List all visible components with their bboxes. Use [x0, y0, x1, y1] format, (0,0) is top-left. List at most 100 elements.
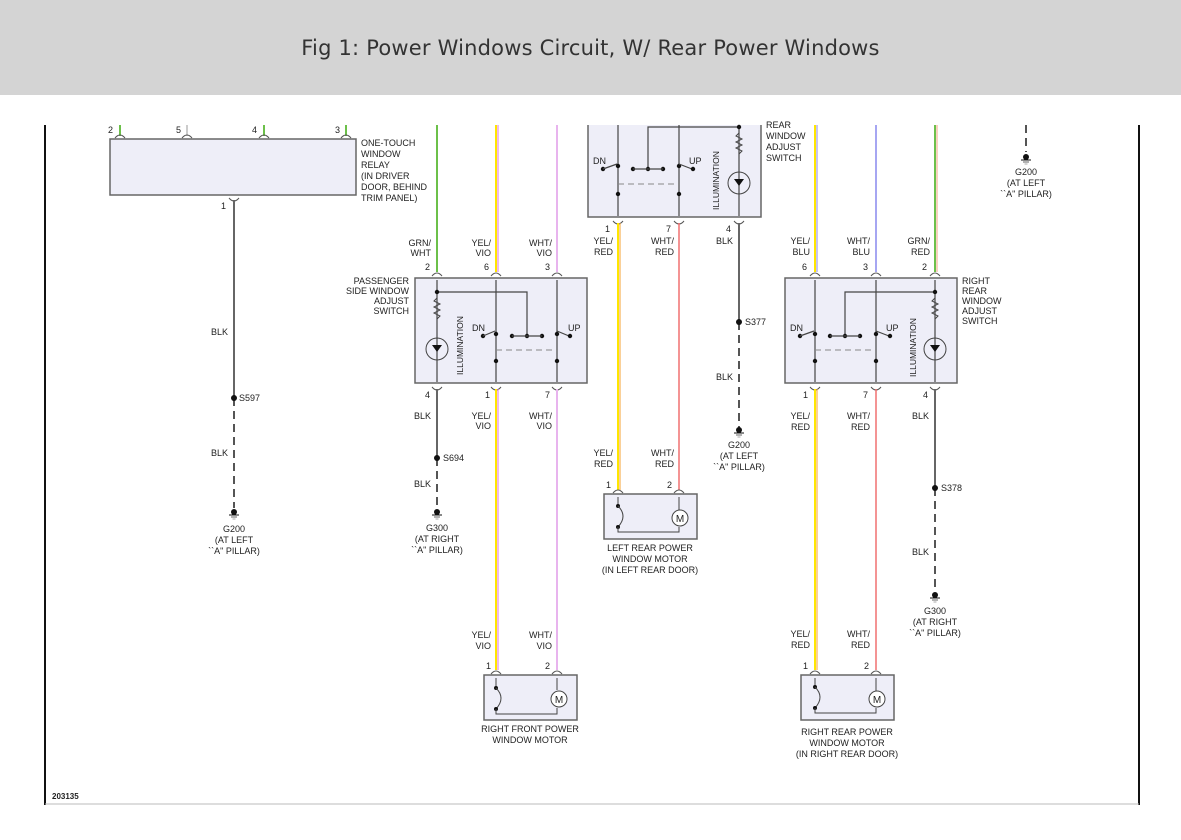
ground-g200: G200	[728, 440, 750, 450]
motor-pin: 1	[803, 661, 808, 671]
motor-label: WINDOW MOTOR	[492, 735, 568, 745]
wire-label-wht-red: RED	[655, 459, 675, 469]
splice-s694: S694	[443, 453, 464, 463]
ground-location: ``A" PILLAR)	[208, 546, 260, 556]
wire-label-yel-red: RED	[594, 459, 614, 469]
wire-label-blk: BLK	[211, 448, 228, 458]
splice-dot	[434, 455, 440, 461]
right-rear-window-switch: 6 3 2 ILLUMINATION DN UP RIGHT REAR WIND…	[784, 262, 1002, 400]
right-rear-window-motor: 1 2 M RIGHT REAR POWER WINDOW MOTOR (IN …	[796, 661, 898, 759]
wire-label-wht-vio: WHT/	[529, 238, 552, 248]
ground-location: ``A" PILLAR)	[1000, 189, 1052, 199]
wire-label-yel-red: YEL/	[593, 236, 613, 246]
wire-label-wht-red: WHT/	[847, 629, 870, 639]
wire-label-yel-blu: BLU	[792, 247, 810, 257]
wire-label-wht-red: WHT/	[651, 236, 674, 246]
up-label: UP	[568, 323, 581, 333]
relay-pin-5: 5	[176, 125, 181, 135]
wire-label-wht-vio: VIO	[536, 641, 552, 651]
relay-label-2: RELAY	[361, 160, 390, 170]
relay-label-4: DOOR, BEHIND	[361, 182, 428, 192]
switch-pin: 6	[802, 262, 807, 272]
motor-label: (IN LEFT REAR DOOR)	[602, 565, 698, 575]
right-front-window-motor: 1 2 M RIGHT FRONT POWER WINDOW MOTOR	[481, 661, 579, 745]
wire-label-blk: BLK	[211, 327, 228, 337]
relay-ground-circuit: BLK S597 BLK G200 (AT LEFT ``A" PILLAR)	[208, 200, 260, 556]
wire-label-wht-red: WHT/	[847, 411, 870, 421]
motor-pin: 1	[486, 661, 491, 671]
wire-label-wht-blu: WHT/	[847, 236, 870, 246]
wire-label-yel-vio: VIO	[475, 248, 491, 258]
wire-label-blk: BLK	[912, 411, 929, 421]
switch-pin: 6	[484, 262, 489, 272]
motor-label: (IN RIGHT REAR DOOR)	[796, 749, 898, 759]
switch-label: SIDE WINDOW	[346, 286, 410, 296]
switch-pin: 3	[545, 262, 550, 272]
switch-pin: 4	[923, 390, 928, 400]
wire-label-wht-blu: BLU	[852, 247, 870, 257]
wire-label-grn-red: GRN/	[908, 236, 931, 246]
figure-title: Fig 1: Power Windows Circuit, W/ Rear Po…	[301, 35, 880, 60]
relay-label-5: TRIM PANEL)	[361, 193, 417, 203]
wire-label-wht-vio: WHT/	[529, 630, 552, 640]
wire-label-wht-red: WHT/	[651, 448, 674, 458]
splice-dot	[932, 485, 938, 491]
relay-label-3: (IN DRIVER	[361, 171, 410, 181]
switch-pin: 1	[803, 390, 808, 400]
motor-pin: 2	[545, 661, 550, 671]
ground-g200: G200	[223, 524, 245, 534]
switch-label: ADJUST	[766, 142, 802, 152]
switch-pin: 7	[666, 224, 671, 234]
wire-label-yel-red: YEL/	[790, 411, 810, 421]
left-rear-window-switch: ILLUMINATION DN UP REAR WINDOW ADJUST SW…	[586, 110, 806, 234]
switch-pin: 1	[485, 390, 490, 400]
motor-pin: 2	[864, 661, 869, 671]
wire-label-yel-red: RED	[791, 640, 811, 650]
wire-label-yel-red: RED	[594, 247, 614, 257]
wire-label-blk: BLK	[414, 479, 431, 489]
motor-label: WINDOW MOTOR	[809, 738, 885, 748]
motor-symbol: M	[555, 695, 563, 706]
switch-label: WINDOW	[766, 131, 806, 141]
motor-label: WINDOW MOTOR	[612, 554, 688, 564]
wire-label-grn-wht: GRN/	[409, 238, 432, 248]
wire-label-blk: BLK	[414, 411, 431, 421]
motor-pin: 2	[667, 480, 672, 490]
switch-pin: 2	[922, 262, 927, 272]
motor-label: RIGHT FRONT POWER	[481, 724, 579, 734]
relay-pin-4: 4	[252, 125, 257, 135]
motor-label: LEFT REAR POWER	[607, 543, 693, 553]
diagram-id: 203135	[52, 792, 79, 801]
relay-label-1: WINDOW	[361, 149, 401, 159]
switch-label: WINDOW	[962, 296, 1002, 306]
ground-location: (AT RIGHT	[913, 617, 958, 627]
splice-dot	[736, 319, 742, 325]
switch-label: SWITCH	[374, 306, 410, 316]
dn-label: DN	[593, 156, 606, 166]
wire-label-wht-vio: WHT/	[529, 411, 552, 421]
relay-pin-3: 3	[335, 125, 340, 135]
switch-label: REAR	[962, 286, 988, 296]
splice-s597: S597	[239, 393, 260, 403]
up-label: UP	[689, 156, 702, 166]
ground-location: ``A" PILLAR)	[713, 462, 765, 472]
illumination-label: ILLUMINATION	[908, 318, 918, 377]
ground-g300: G300	[924, 606, 946, 616]
wire-label-yel-vio: VIO	[475, 641, 491, 651]
ground-g300: G300	[426, 523, 448, 533]
switch-pin: 7	[545, 390, 550, 400]
switch-pin: 3	[863, 262, 868, 272]
dn-label: DN	[790, 323, 803, 333]
wire-label-yel-red: RED	[791, 422, 811, 432]
wire-label-wht-red: RED	[655, 247, 675, 257]
wire-label-wht-red: RED	[851, 640, 871, 650]
ground-location: (AT RIGHT	[415, 534, 460, 544]
illumination-label: ILLUMINATION	[711, 151, 721, 210]
figure-header: Fig 1: Power Windows Circuit, W/ Rear Po…	[0, 0, 1181, 95]
motor-symbol: M	[676, 514, 684, 525]
left-rear-window-motor: 1 2 M LEFT REAR POWER WINDOW MOTOR (IN L…	[602, 480, 698, 575]
switch-label: ADJUST	[962, 306, 998, 316]
wire-label-wht-vio: VIO	[536, 421, 552, 431]
wire-label-yel-vio: YEL/	[471, 630, 491, 640]
